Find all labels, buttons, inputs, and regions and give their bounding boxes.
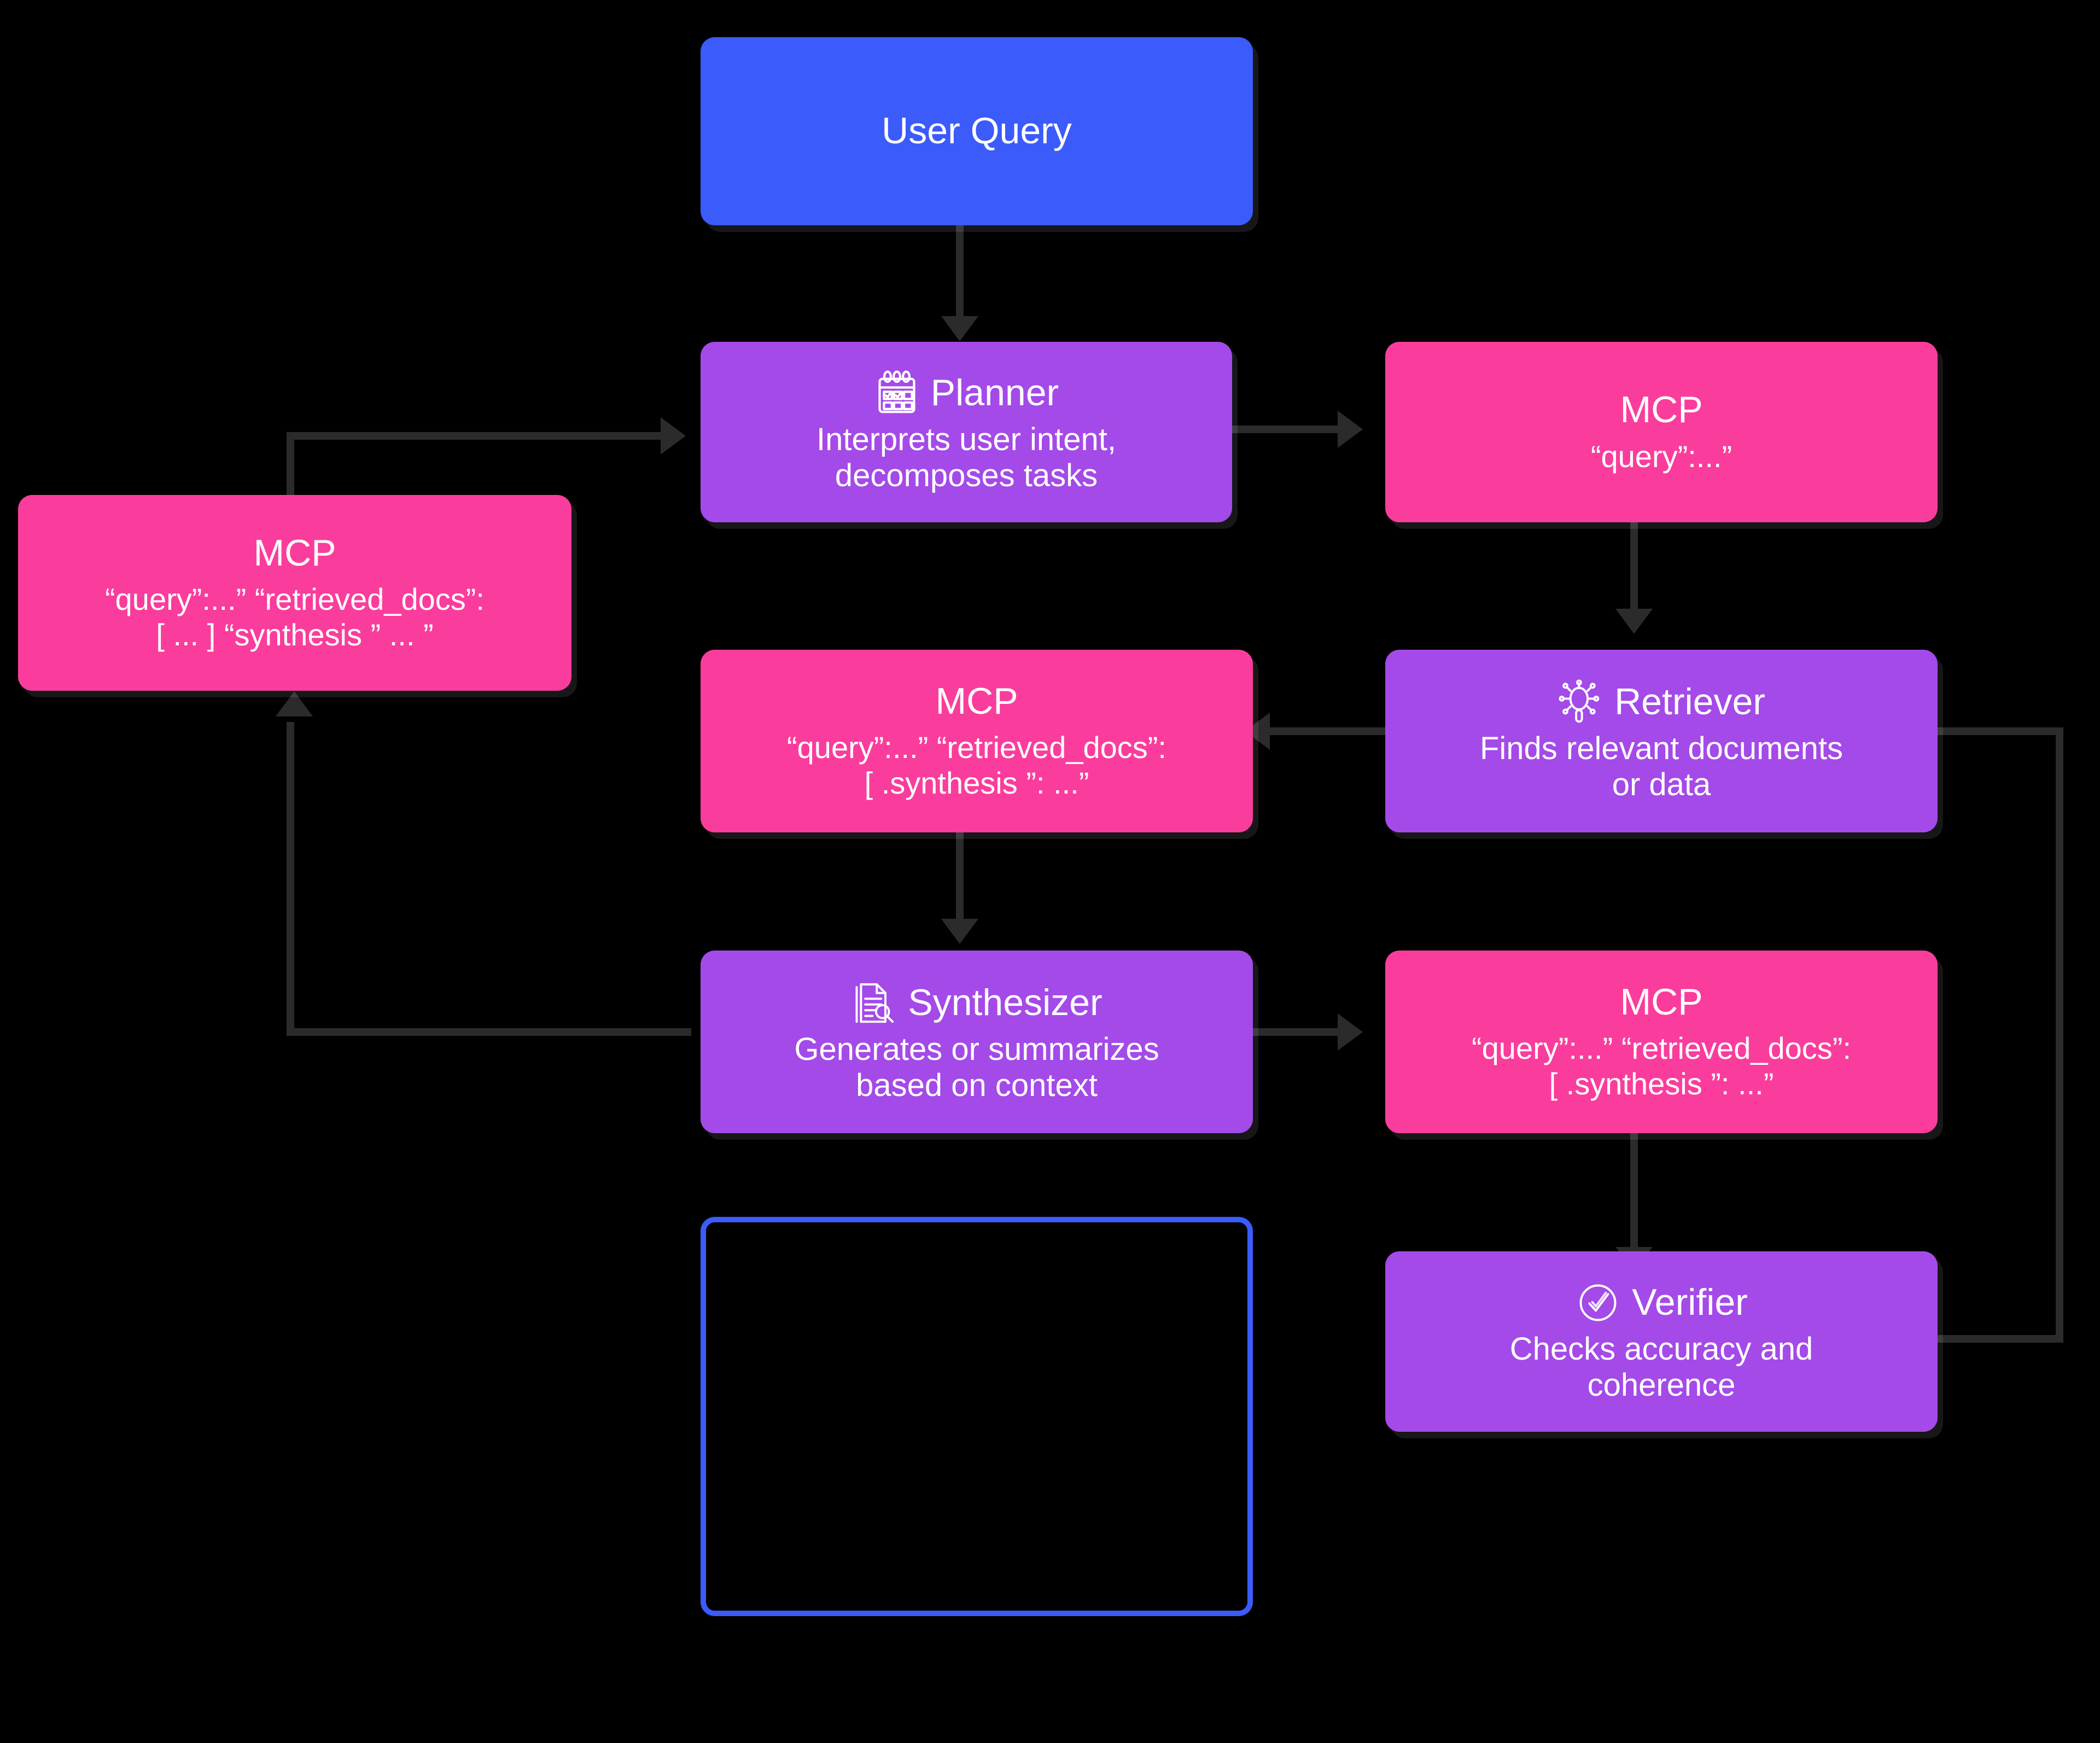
node-synthesizer[interactable]: Synthesizer Generates or summarizes base… — [701, 951, 1253, 1133]
edge-mcp-left-feedback-v — [287, 432, 294, 498]
node-mcp-query[interactable]: MCP “query”:...” — [1385, 342, 1938, 522]
verifier-desc-line2: coherence — [1587, 1367, 1736, 1403]
synthesizer-desc-line2: based on context — [856, 1068, 1098, 1103]
retriever-desc-line1: Finds relevant documents — [1479, 730, 1844, 766]
mcp-query-head: MCP — [1620, 389, 1703, 431]
edge-synthesizer-feedback-arrowhead — [276, 691, 313, 716]
verifier-title: Verifier — [1632, 1281, 1748, 1324]
verifier-desc-line1: Checks accuracy and — [1509, 1331, 1813, 1367]
edge-mcp-query-to-retriever-line — [1630, 521, 1638, 610]
edge-synthesizer-to-mcp-right-arrowhead — [1338, 1013, 1363, 1051]
planner-desc-line2: decomposes tasks — [835, 458, 1098, 493]
calendar-checklist-icon — [874, 370, 920, 416]
edge-mcp-middle-to-synthesizer-arrowhead — [941, 919, 978, 944]
edge-planner-to-mcp-query-line — [1232, 425, 1341, 433]
retriever-title: Retriever — [1614, 681, 1765, 723]
node-user-query[interactable]: User Query — [701, 37, 1253, 225]
node-mcp-middle[interactable]: MCP “query”:...” “retrieved_docs”: [ .sy… — [701, 650, 1253, 832]
planner-desc-line1: Interprets user intent, — [816, 421, 1117, 457]
edge-synthesizer-feedback-v — [287, 722, 294, 1036]
user-query-label: User Query — [882, 110, 1072, 152]
synthesizer-title: Synthesizer — [908, 982, 1102, 1024]
mcp-middle-body-line2: [ .synthesis ”: ...” — [864, 766, 1089, 801]
synthesizer-title-row: Synthesizer — [851, 980, 1102, 1026]
circle-check-icon — [1575, 1280, 1621, 1326]
edge-retriever-to-mcp-middle-line — [1269, 727, 1389, 735]
synthesizer-desc-line1: Generates or summarizes — [794, 1031, 1159, 1067]
mcp-middle-body-line1: “query”:...” “retrieved_docs”: — [787, 730, 1166, 765]
planner-title-row: Planner — [874, 370, 1059, 416]
node-mcp-left[interactable]: MCP “query”:...” “retrieved_docs”: [ ...… — [18, 495, 571, 691]
edge-verifier-feedback-h-out — [1910, 1335, 2063, 1343]
node-verifier[interactable]: Verifier Checks accuracy and coherence — [1385, 1251, 1938, 1432]
edge-verifier-feedback-v — [2056, 727, 2063, 1343]
mcp-right-body-line1: “query”:...” “retrieved_docs”: — [1472, 1031, 1851, 1066]
edge-planner-to-mcp-query-arrowhead — [1338, 411, 1363, 448]
verifier-title-row: Verifier — [1575, 1280, 1748, 1326]
edge-mcp-query-to-retriever-arrowhead — [1615, 609, 1653, 634]
node-mcp-right[interactable]: MCP “query”:...” “retrieved_docs”: [ .sy… — [1385, 951, 1938, 1133]
node-retriever[interactable]: Retriever Finds relevant documents or da… — [1385, 650, 1938, 832]
edge-mcp-right-to-verifier-line — [1630, 1132, 1638, 1248]
edge-verifier-feedback-h-in — [1909, 727, 2063, 735]
node-planner[interactable]: Planner Interprets user intent, decompos… — [701, 342, 1232, 522]
mcp-left-body-line2: [ ... ] “synthesis ” ... ” — [156, 617, 434, 652]
edge-mcp-middle-to-synthesizer-line — [956, 831, 964, 920]
edge-user-query-to-planner-arrowhead — [941, 316, 978, 341]
mcp-right-body-line2: [ .synthesis ”: ...” — [1549, 1066, 1774, 1101]
document-magnifier-icon — [851, 980, 897, 1026]
magnifier-network-icon — [1558, 679, 1603, 725]
planner-title: Planner — [930, 372, 1059, 414]
edge-synthesizer-feedback-h — [287, 1028, 691, 1036]
edge-user-query-to-planner-line — [956, 225, 964, 317]
retriever-desc-line2: or data — [1612, 767, 1711, 802]
mcp-query-body-line1: “query”:...” — [1590, 439, 1732, 474]
retriever-title-row: Retriever — [1558, 679, 1765, 725]
mcp-right-head: MCP — [1620, 981, 1703, 1023]
mcp-middle-head: MCP — [935, 680, 1018, 722]
edge-mcp-left-feedback-h — [287, 432, 664, 440]
edge-synthesizer-to-mcp-right-line — [1232, 1028, 1341, 1036]
mcp-left-body-line1: “query”:...” “retrieved_docs”: — [105, 582, 485, 617]
node-empty-placeholder-box[interactable] — [701, 1217, 1253, 1616]
mcp-left-head: MCP — [253, 532, 336, 574]
edge-mcp-left-feedback-arrowhead — [661, 417, 686, 454]
